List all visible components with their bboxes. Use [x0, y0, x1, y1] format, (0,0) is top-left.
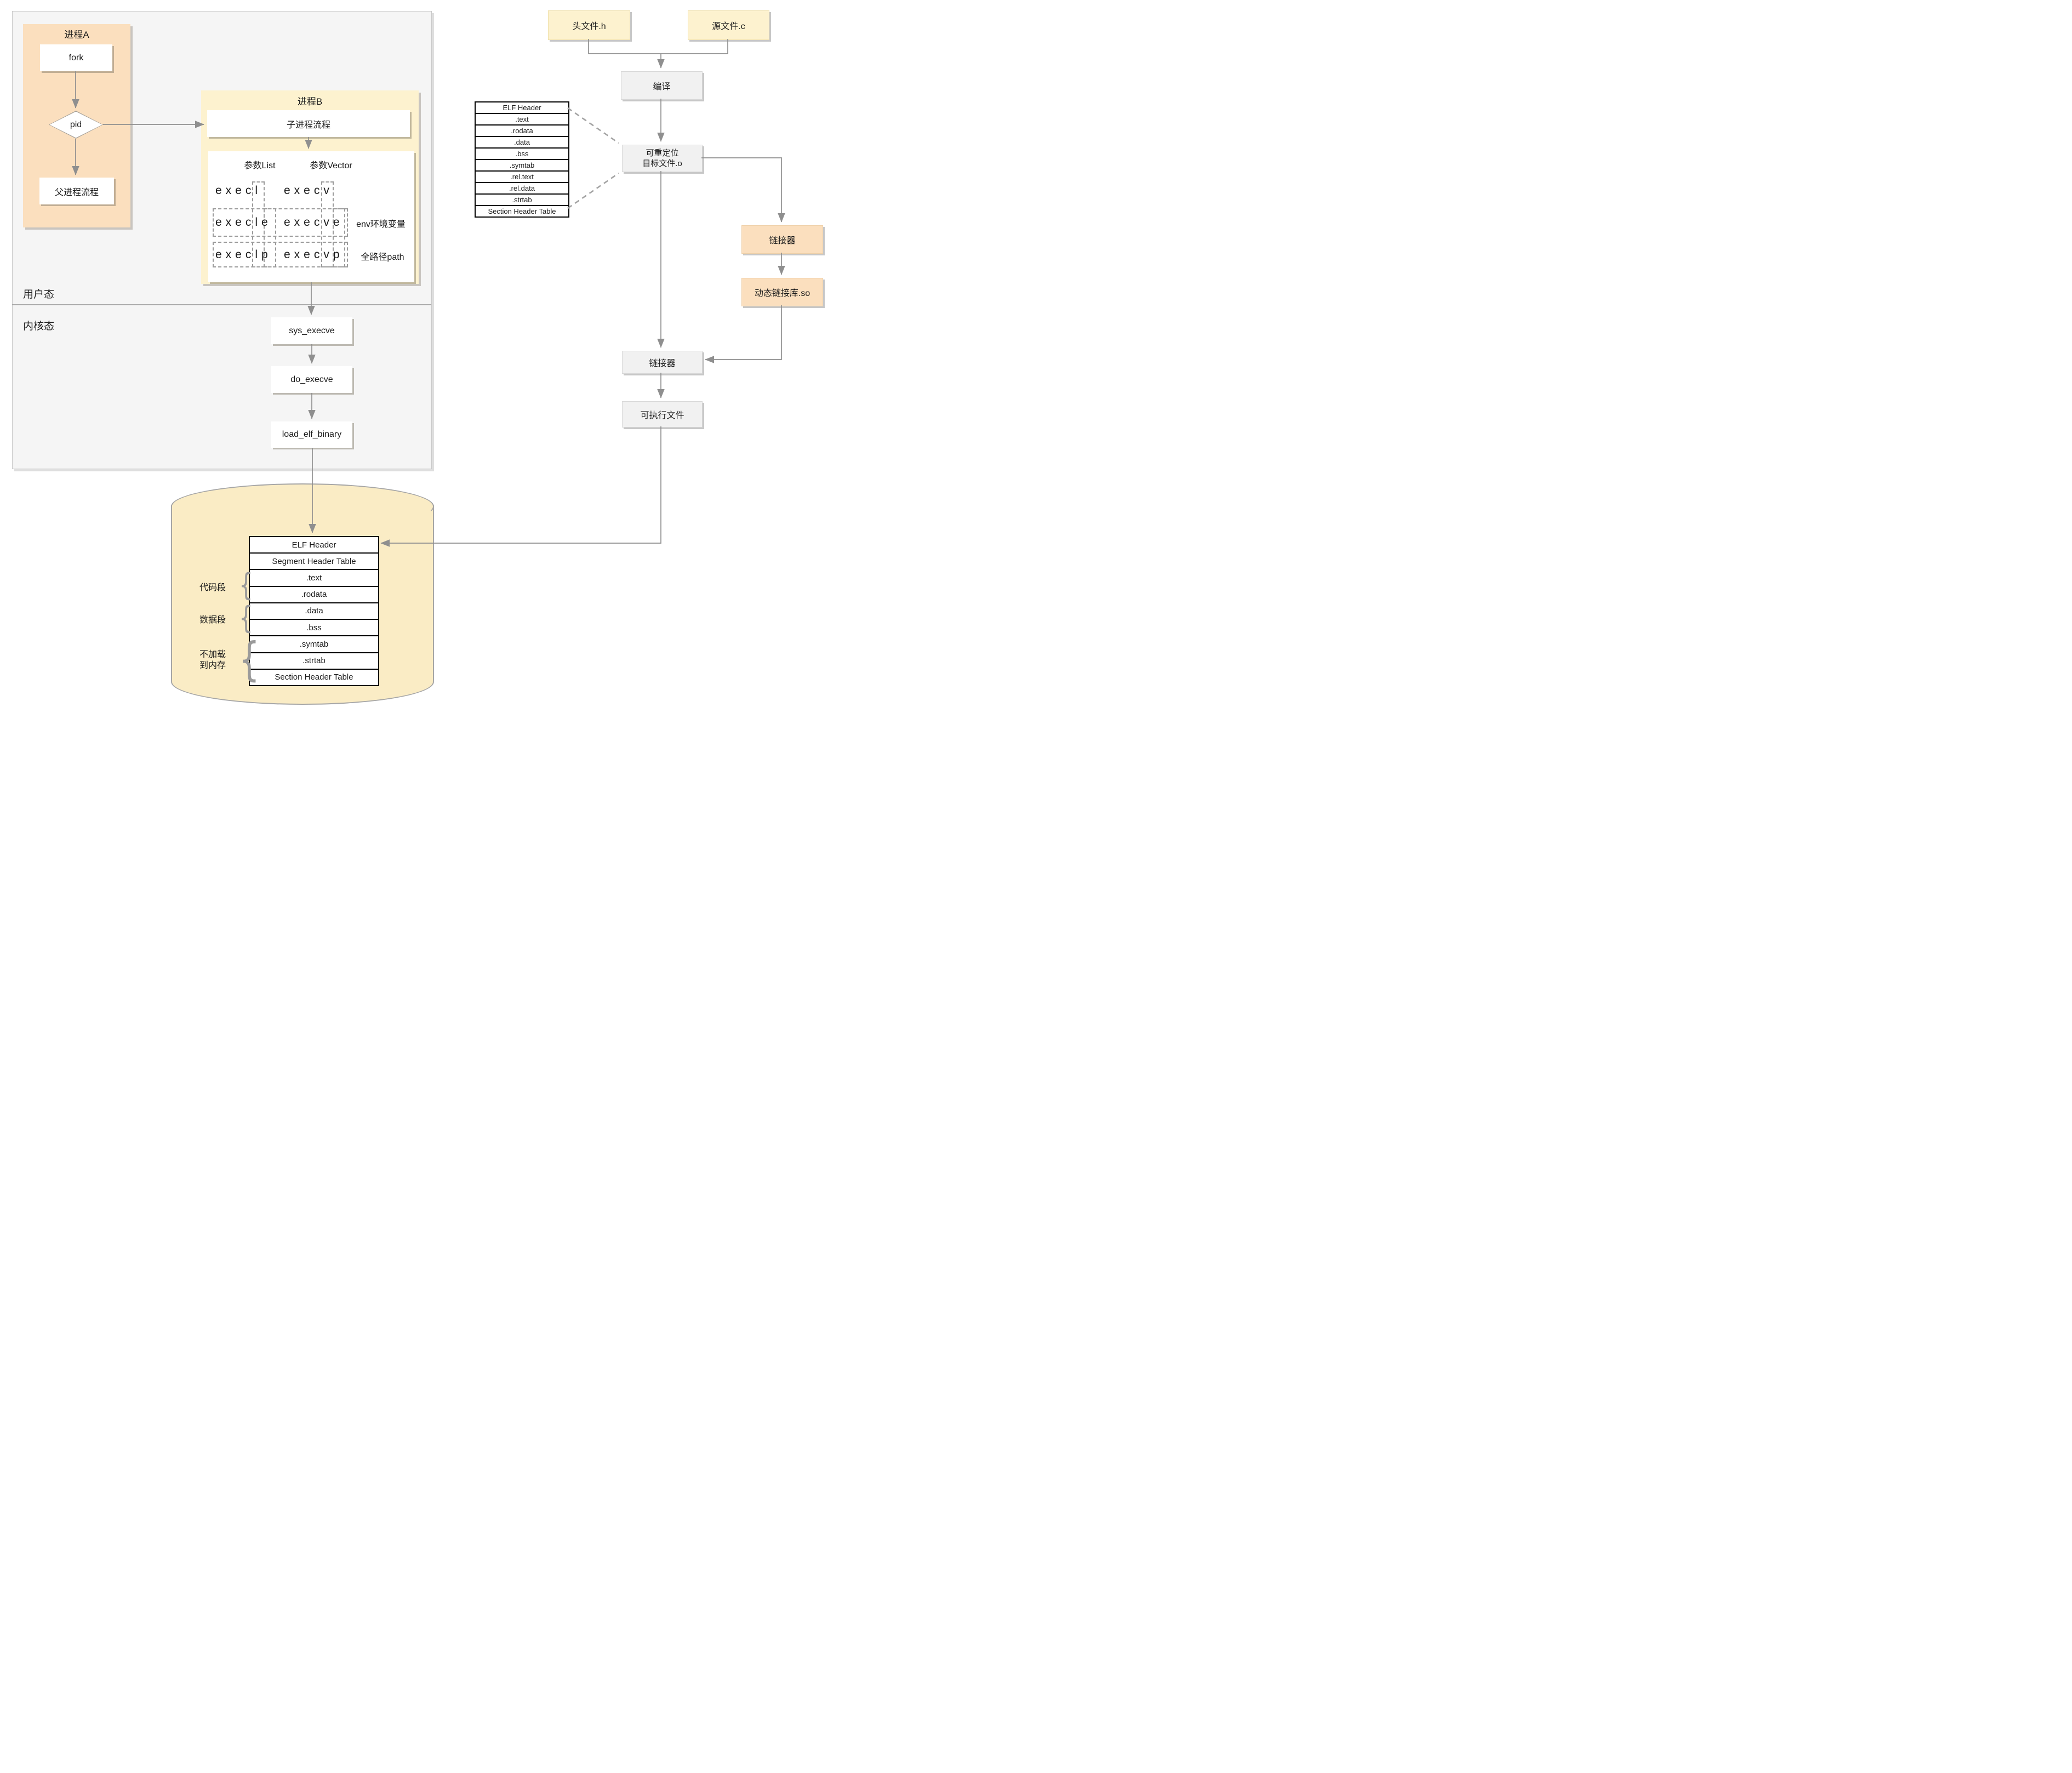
dashed-path-row	[213, 242, 348, 267]
disk-elf-row: ELF Header	[250, 537, 378, 554]
object-elf-row: .rodata	[476, 126, 568, 137]
object-elf-row: .text	[476, 114, 568, 126]
noload-line2: 到内存	[199, 661, 226, 670]
disk-elf-row: .text	[250, 570, 378, 587]
disk-elf-row: .rodata	[250, 587, 378, 603]
data-segment-brace-icon: {	[238, 600, 253, 636]
disk-elf-row: .strtab	[250, 653, 378, 670]
exec-variants-box	[208, 151, 414, 282]
noload-segment-label: 不加载 到内存	[193, 649, 232, 671]
relocatable-object-node: 可重定位 目标文件.o	[622, 145, 703, 172]
disk-elf-row: .data	[250, 603, 378, 620]
execve-label: execve	[284, 216, 344, 229]
relocatable-line1: 可重定位	[646, 149, 679, 158]
execv-label: execv	[284, 184, 333, 197]
execle-label: execle	[215, 216, 272, 229]
sys-execve-node: sys_execve	[271, 317, 352, 344]
object-elf-row: .rel.data	[476, 183, 568, 195]
mode-divider	[12, 304, 431, 305]
disk-elf-row: Segment Header Table	[250, 554, 378, 571]
do-execve-node: do_execve	[271, 366, 352, 393]
compile-node: 编译	[621, 71, 703, 100]
dashed-env-row	[213, 208, 348, 237]
kernel-mode-label: 内核态	[23, 321, 55, 332]
object-elf-row: .bss	[476, 149, 568, 160]
user-mode-label: 用户态	[23, 289, 55, 300]
noload-line1: 不加载	[199, 650, 226, 659]
disk-elf-table: ELF Header Segment Header Table .text .r…	[249, 536, 379, 686]
child-flow-node: 子进程流程	[207, 110, 410, 137]
load-elf-binary-node: load_elf_binary	[271, 421, 352, 448]
param-vector-label: 参数Vector	[310, 161, 352, 170]
disk-elf-row: .bss	[250, 620, 378, 637]
pid-label: pid	[70, 119, 82, 129]
code-segment-brace-icon: {	[238, 567, 253, 603]
env-note: env环境变量	[356, 220, 406, 229]
disk-elf-row: .symtab	[250, 636, 378, 653]
linker-top-node: 链接器	[741, 225, 823, 254]
object-elf-row: .symtab	[476, 160, 568, 172]
noload-segment-brace-icon: {	[238, 632, 260, 686]
process-a-title: 进程A	[64, 29, 89, 40]
execlp-label: execlp	[215, 248, 272, 261]
path-note: 全路径path	[361, 253, 404, 262]
object-elf-row: Section Header Table	[488, 207, 556, 215]
data-segment-label: 数据段	[199, 615, 226, 625]
object-elf-row: .strtab	[476, 195, 568, 206]
disk-elf-row: Section Header Table	[275, 672, 353, 682]
execl-label: execl	[215, 184, 262, 197]
code-segment-label: 代码段	[199, 583, 226, 592]
dynamic-lib-node: 动态链接库.so	[741, 278, 823, 306]
param-list-label: 参数List	[244, 161, 276, 170]
object-elf-table: ELF Header .text .rodata .data .bss .sym…	[475, 101, 569, 218]
execvp-label: execvp	[284, 248, 344, 261]
diagram-canvas: 用户态 内核态 进程A fork pid 父进程流程 进程B 子进程流程 参数L…	[0, 0, 829, 709]
linker-bottom-node: 链接器	[622, 351, 703, 374]
header-file-node: 头文件.h	[548, 10, 630, 40]
relocatable-line2: 目标文件.o	[642, 159, 682, 168]
fork-node: fork	[40, 44, 112, 71]
process-b-title: 进程B	[297, 96, 323, 107]
parent-flow-node: 父进程流程	[39, 178, 114, 204]
executable-node: 可执行文件	[622, 401, 703, 427]
object-elf-row: ELF Header	[476, 102, 568, 114]
source-file-node: 源文件.c	[688, 10, 769, 40]
object-elf-row: .rel.text	[476, 172, 568, 183]
object-elf-row: .data	[476, 137, 568, 149]
